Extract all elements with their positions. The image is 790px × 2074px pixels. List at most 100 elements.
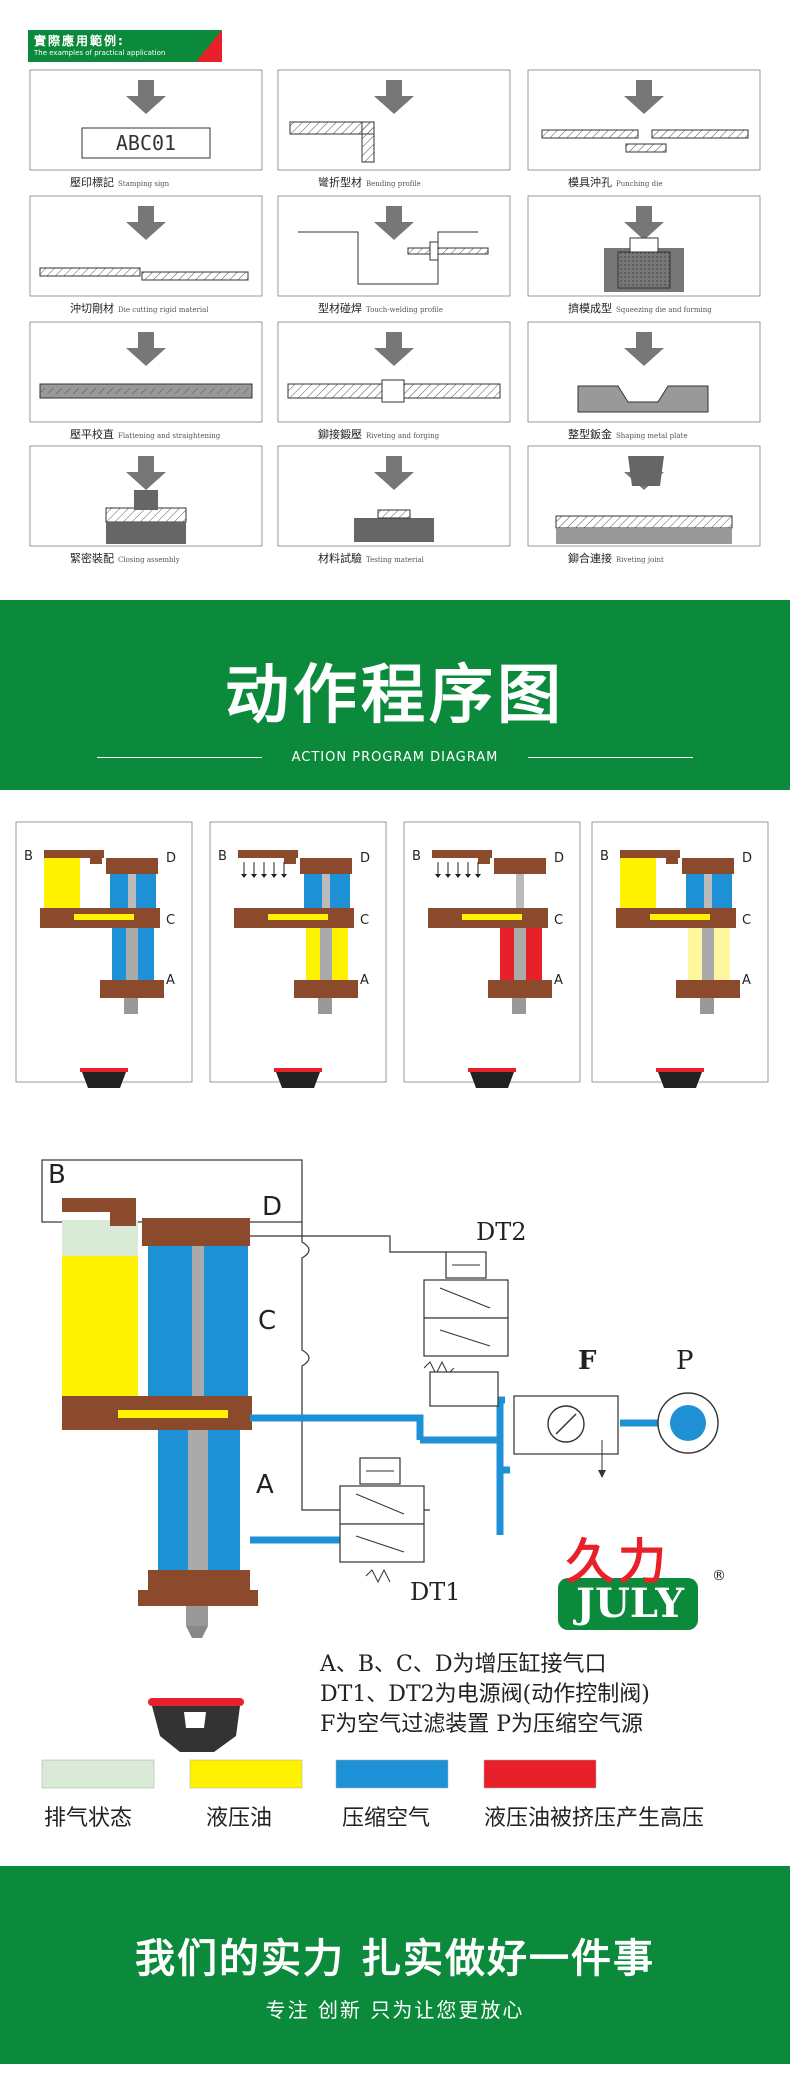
example-cell-12 bbox=[527, 445, 761, 547]
air-line-main bbox=[496, 1396, 505, 1535]
label-dt2: DT2 bbox=[476, 1218, 527, 1246]
state-label-air: 压缩空气 bbox=[342, 1806, 431, 1831]
caption-cn: 沖切剛材 bbox=[70, 302, 114, 315]
legend-line-2: DT1、DT2为电源阀(动作控制阀) bbox=[320, 1682, 650, 1707]
stage-label-a: A bbox=[554, 973, 563, 988]
valve-dt2 bbox=[423, 1251, 509, 1407]
badge-title-cn: 實際應用範例: bbox=[34, 34, 125, 48]
stage-label-d: D bbox=[554, 851, 564, 866]
action-program-band: 动作程序图 ACTION PROGRAM DIAGRAM bbox=[0, 600, 790, 790]
state-swatch-1 bbox=[41, 1759, 155, 1789]
legend-line-3: F为空气过滤装置 P为压缩空气源 bbox=[320, 1712, 644, 1737]
workpiece bbox=[354, 509, 434, 542]
caption-cn: 壓印標記 bbox=[70, 176, 114, 189]
stage-label-c: C bbox=[166, 913, 175, 928]
legend-line-1: A、B、C、D为增压缸接气口 bbox=[320, 1652, 607, 1677]
press-arrow-icon bbox=[126, 456, 166, 490]
section-title: 动作程序图 bbox=[225, 658, 565, 733]
piston-rod bbox=[192, 1246, 204, 1396]
workpiece: ABC01 bbox=[81, 127, 211, 159]
press-arrow-icon bbox=[624, 80, 664, 114]
caption-cn: 整型鈑金 bbox=[568, 428, 612, 441]
badge-title-en: The examples of practical application bbox=[34, 49, 166, 57]
caption-en: Bending profile bbox=[366, 180, 421, 188]
stage-label-d: D bbox=[742, 851, 752, 866]
caption-cn: 鉚接鍛壓 bbox=[318, 428, 362, 441]
press-arrow-icon bbox=[126, 332, 166, 366]
divider-left bbox=[96, 757, 262, 758]
example-cell-8 bbox=[277, 321, 511, 423]
section-subtitle-row: ACTION PROGRAM DIAGRAM bbox=[0, 750, 790, 765]
air-line-c2 bbox=[420, 1436, 504, 1535]
example-caption-6: 擠模成型 Squeezing die and forming bbox=[568, 300, 712, 316]
ram-tip bbox=[186, 1606, 208, 1626]
example-caption-7: 壓平校直 Flattening and straightening bbox=[70, 426, 220, 442]
state-swatch-3 bbox=[335, 1759, 449, 1789]
brand-en: JULY bbox=[576, 1580, 684, 1627]
example-caption-5: 型材碰焊 Touch-welding profile bbox=[318, 300, 443, 316]
stage-label-c: C bbox=[554, 913, 563, 928]
brand-badge bbox=[558, 1578, 698, 1630]
example-cell-11 bbox=[277, 445, 511, 547]
press-arrow-icon bbox=[374, 332, 414, 366]
example-cell-6 bbox=[527, 195, 761, 297]
workpiece bbox=[604, 237, 684, 292]
caption-en: Touch-welding profile bbox=[366, 306, 444, 314]
state-label-exhaust: 排气状态 bbox=[44, 1806, 133, 1831]
workpiece bbox=[577, 385, 709, 413]
press-arrow-icon bbox=[374, 206, 414, 240]
state-label-high: 液压油被挤压产生高压 bbox=[484, 1806, 705, 1831]
brand-reg: ® bbox=[712, 1568, 726, 1584]
caption-cn: 緊密裝配 bbox=[70, 552, 114, 565]
stage-label-a: A bbox=[360, 973, 369, 988]
source-p bbox=[657, 1392, 719, 1454]
state-swatch-4 bbox=[483, 1759, 597, 1789]
example-cell-10 bbox=[29, 445, 263, 547]
footer-slogan: 我们的实力 扎实做好一件事 bbox=[135, 1935, 655, 1982]
stage-label-b: B bbox=[218, 849, 227, 864]
filter-f bbox=[513, 1395, 619, 1478]
stage-3: B D C A bbox=[403, 821, 581, 1088]
caption-cn: 型材碰焊 bbox=[318, 302, 362, 315]
pilot-line bbox=[301, 1222, 430, 1511]
stage-label-c: C bbox=[360, 913, 369, 928]
examples-grid: ABC01 bbox=[29, 69, 761, 547]
bottom-plate-ext bbox=[138, 1590, 258, 1606]
label-b: B bbox=[48, 1160, 66, 1190]
footer-tagline: 专注 创新 只为让您更放心 bbox=[265, 1998, 525, 2022]
label-a: A bbox=[256, 1470, 274, 1500]
stage-label-d: D bbox=[360, 851, 370, 866]
caption-en: Squeezing die and forming bbox=[616, 306, 712, 314]
stage-label-b: B bbox=[24, 849, 33, 864]
state-label-oil: 液压油 bbox=[206, 1806, 273, 1831]
valve-dt1 bbox=[339, 1457, 425, 1584]
caption-cn: 材料試驗 bbox=[318, 552, 362, 565]
workpiece bbox=[298, 231, 489, 285]
example-caption-1: 壓印標記 Stamping sign bbox=[70, 174, 169, 190]
caption-cn: 擠模成型 bbox=[568, 302, 612, 315]
example-cell-1: ABC01 bbox=[29, 69, 263, 171]
press-arrow-icon bbox=[126, 80, 166, 114]
workpiece bbox=[39, 383, 253, 399]
workpiece bbox=[555, 456, 733, 544]
stage-label-b: B bbox=[412, 849, 421, 864]
caption-cn: 壓平校直 bbox=[70, 428, 114, 441]
section-subtitle: ACTION PROGRAM DIAGRAM bbox=[291, 750, 499, 765]
brand-cn: 久力 bbox=[566, 1534, 671, 1590]
caption-en: Flattening and straightening bbox=[118, 432, 221, 440]
stage-label-d: D bbox=[166, 851, 176, 866]
workpiece bbox=[105, 490, 187, 544]
label-dt1: DT1 bbox=[410, 1578, 461, 1606]
footer-band: 我们的实力 扎实做好一件事 专注 创新 只为让您更放心 bbox=[0, 1866, 790, 2064]
caption-en: Stamping sign bbox=[118, 180, 170, 188]
example-cell-5 bbox=[277, 195, 511, 297]
